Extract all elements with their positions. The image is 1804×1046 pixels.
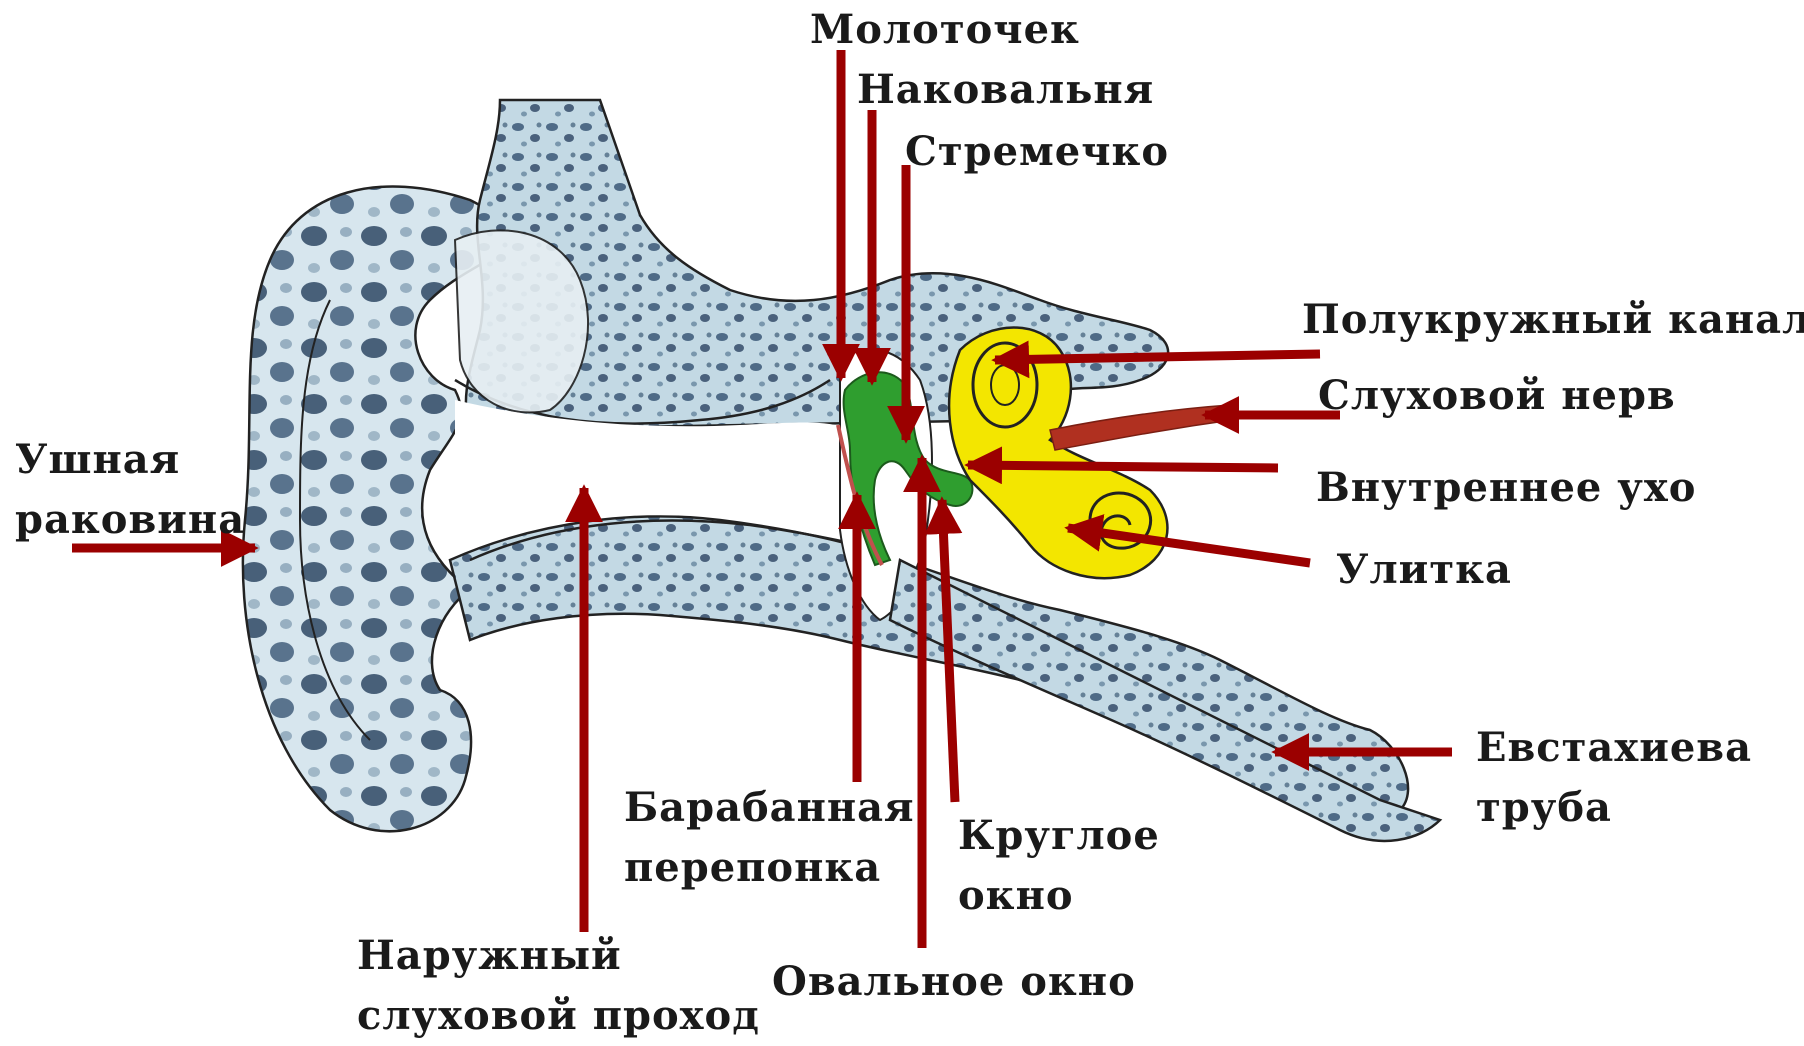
arrow-inner-ear — [968, 465, 1278, 468]
label-semicircular-canal: Полукружный канал — [1302, 290, 1804, 350]
label-eustachian-tube: Евстахиева труба — [1476, 718, 1752, 838]
arrow-semicircular-canal — [995, 354, 1320, 360]
label-malleus: Молоточек — [810, 0, 1080, 60]
label-eardrum: Барабанная перепонка — [624, 778, 915, 898]
label-ear-canal: Наружный слуховой проход — [357, 926, 760, 1046]
auditory-nerve-shape — [1050, 405, 1232, 450]
label-incus: Наковальня — [857, 60, 1154, 120]
label-cochlea: Улитка — [1336, 540, 1512, 600]
semicircular-canal-ring-inner — [991, 365, 1019, 405]
label-auricle: Ушная раковина — [15, 430, 245, 550]
label-oval-window: Овальное окно — [772, 952, 1136, 1012]
label-inner-ear: Внутреннее ухо — [1316, 458, 1696, 518]
label-auditory-nerve: Слуховой нерв — [1318, 366, 1676, 426]
label-stapes: Стремечко — [905, 122, 1169, 182]
label-round-window: Круглое окно — [958, 806, 1160, 926]
eustachian-tube-shape — [890, 560, 1440, 841]
